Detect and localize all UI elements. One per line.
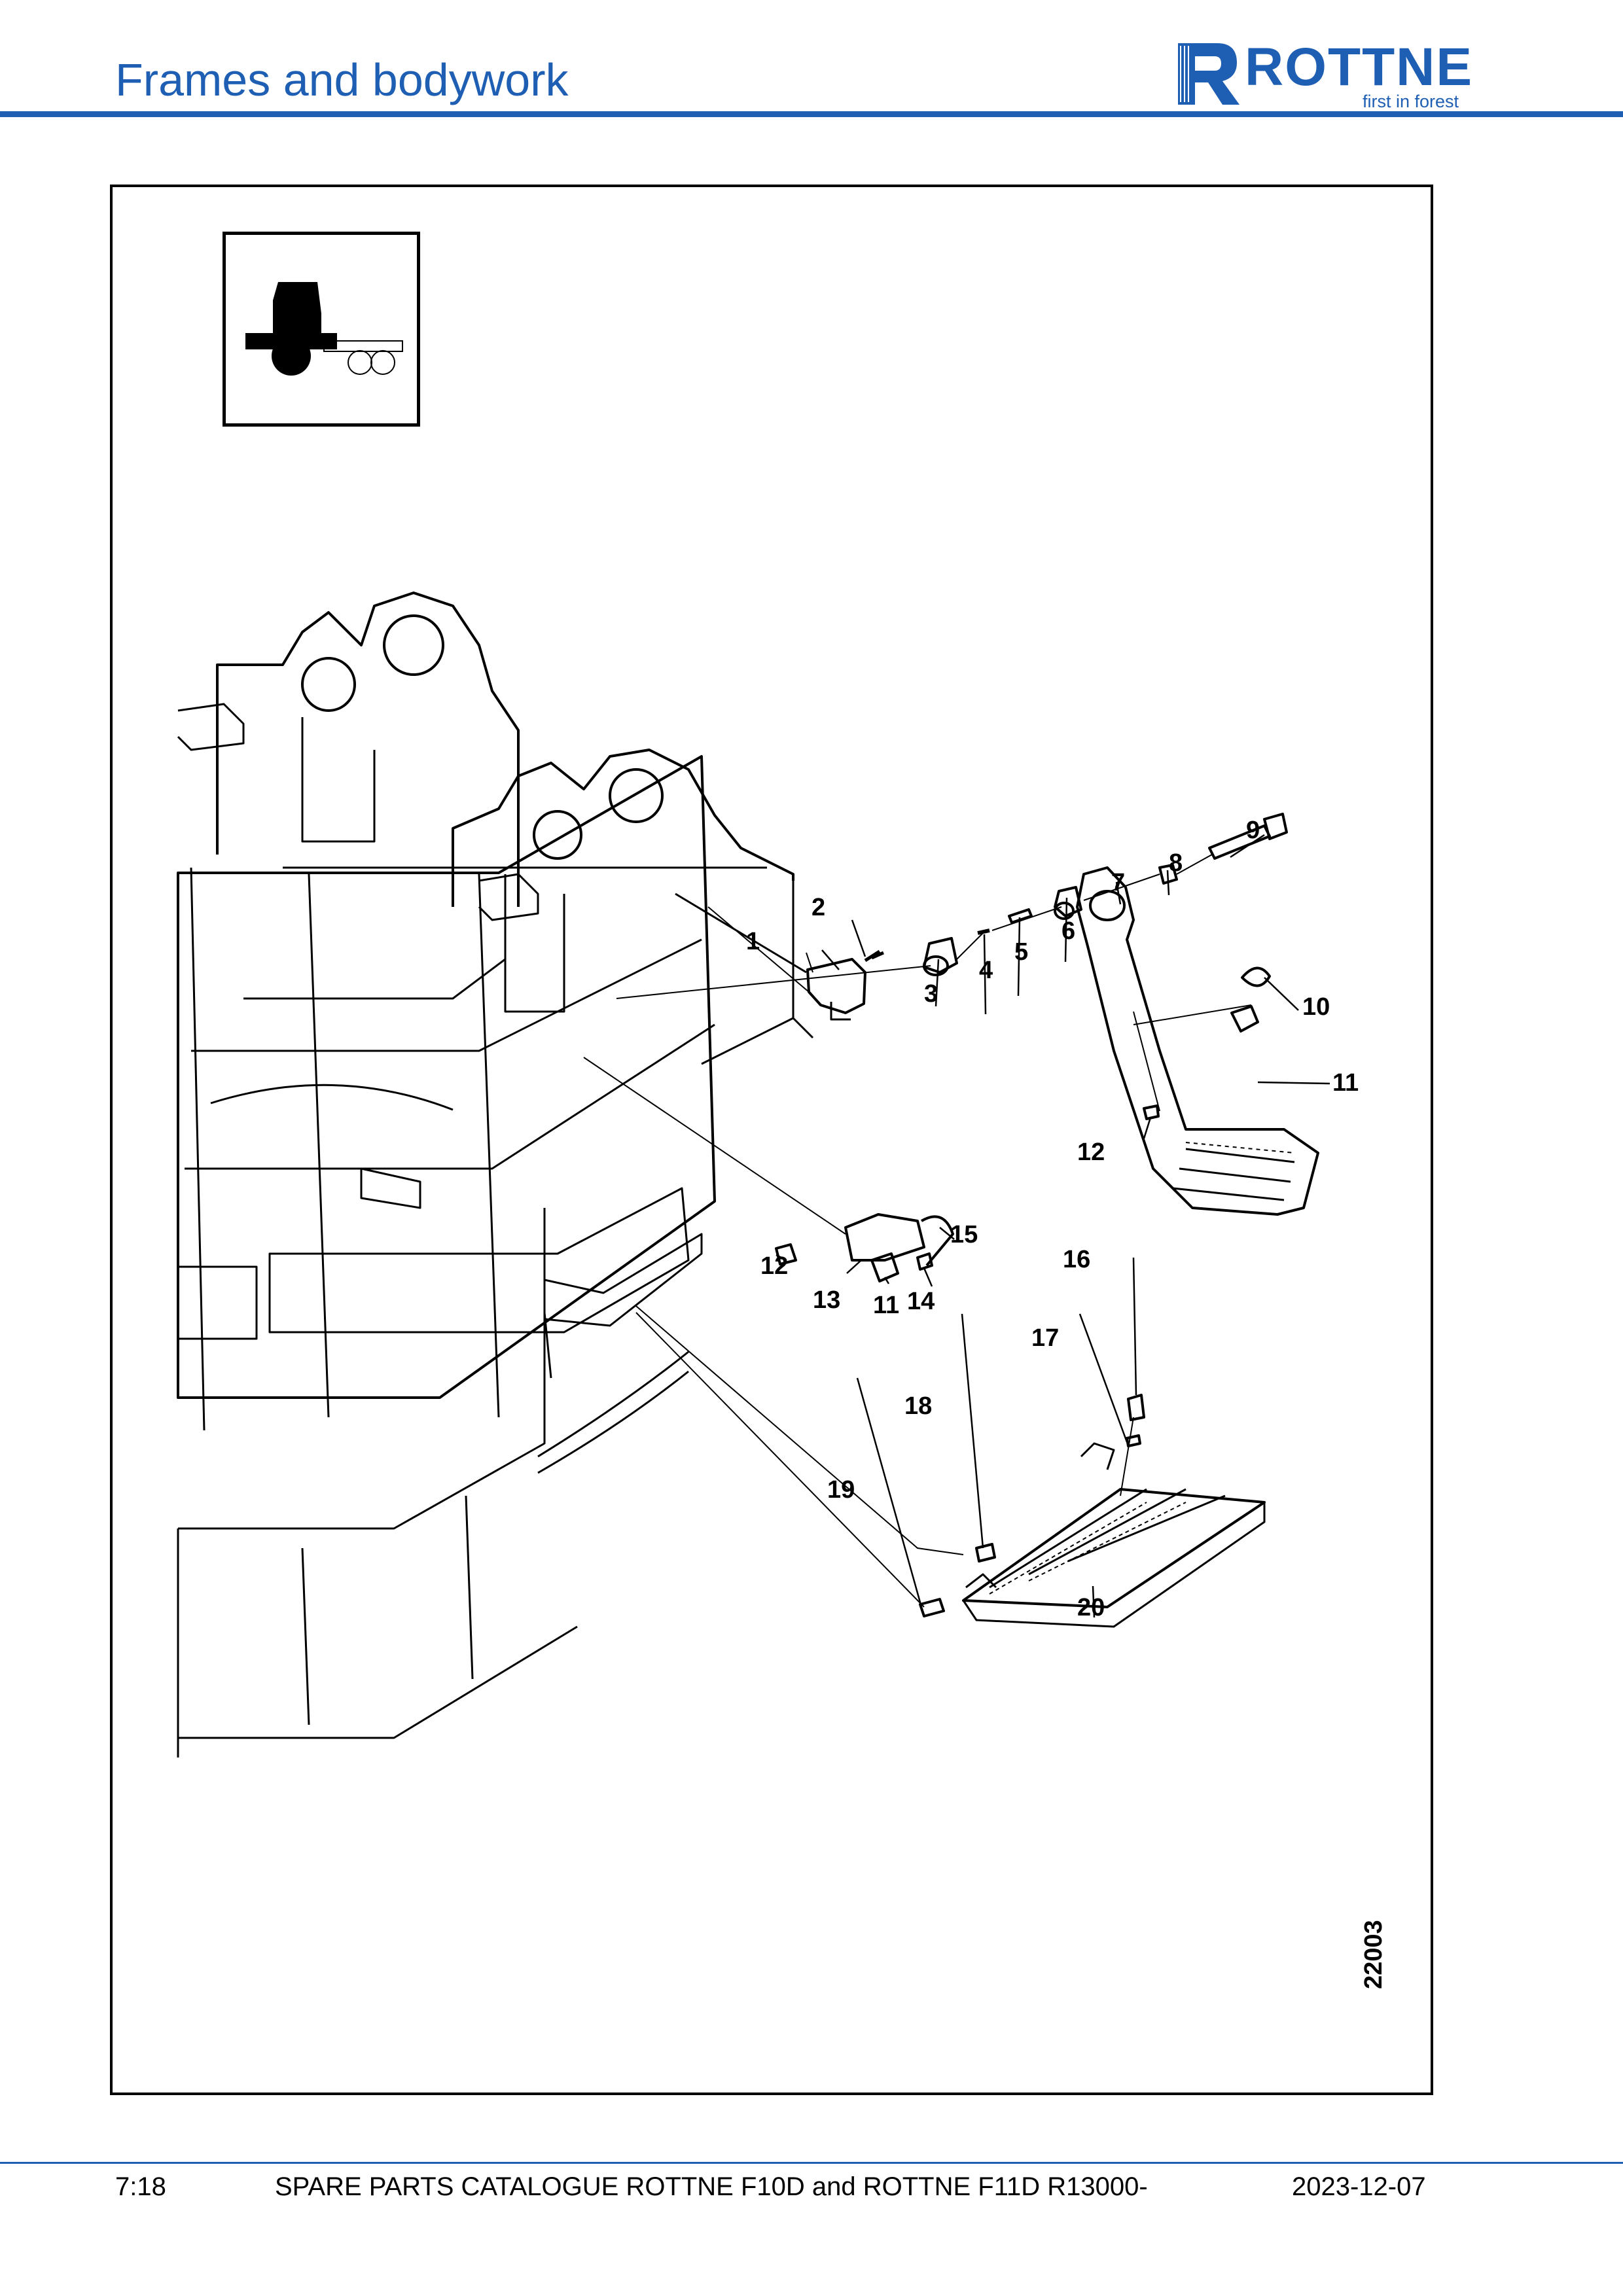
callout-label: 11 <box>873 1292 899 1319</box>
callout-label: 5 <box>1014 938 1028 966</box>
part-13-plate <box>844 1213 925 1262</box>
footer-divider <box>0 2162 1623 2164</box>
callout-label: 16 <box>1063 1246 1090 1273</box>
page-title: Frames and bodywork <box>115 54 569 105</box>
callout-label: 4 <box>979 957 993 984</box>
location-thumbnail <box>223 232 420 427</box>
page-number: 7:18 <box>115 2172 166 2201</box>
callout-label: 6 <box>1061 917 1075 945</box>
part-18-nut <box>975 1543 996 1563</box>
part-11-sleeve-upper <box>1230 1005 1259 1033</box>
callout-label: 2 <box>812 894 825 921</box>
catalogue-date: 2023-12-07 <box>1292 2172 1426 2201</box>
part-10-lynch-pin <box>1241 966 1271 987</box>
callout-label: 11 <box>1332 1069 1359 1097</box>
part-7-step-arm <box>1076 866 1319 1216</box>
logo-wordmark: ROTTNE <box>1245 37 1474 97</box>
callout-label: 12 <box>1077 1139 1105 1166</box>
part-16-bolt <box>1127 1394 1145 1421</box>
exploded-parts-diagram: 1 2 3 4 5 6 7 8 9 10 11 11 12 12 13 14 1… <box>177 592 1359 1757</box>
diagram-frame <box>110 185 1433 2095</box>
part-3-bushing <box>923 937 958 974</box>
drawing-number: 22003 <box>1360 1920 1387 1989</box>
frame-body-outline <box>177 755 716 1399</box>
part-5-pin <box>1008 908 1033 924</box>
callout-label: 12 <box>760 1252 788 1280</box>
part-8-washer <box>1158 864 1178 885</box>
callout-labels: 1 2 3 4 5 6 7 8 9 10 11 11 12 12 13 14 1… <box>746 817 1359 1621</box>
part-1-bracket <box>806 958 866 1014</box>
callout-label: 20 <box>1077 1594 1105 1621</box>
part-15-snap-pin <box>920 1215 954 1267</box>
callout-label: 15 <box>950 1221 978 1248</box>
part-11-sleeve-lower <box>870 1252 899 1282</box>
callout-label: 9 <box>1246 817 1260 844</box>
part-4-ring <box>977 928 990 935</box>
part-12-bolt-lower <box>775 1243 797 1265</box>
part-9-bolt <box>1208 813 1288 860</box>
callout-label: 8 <box>1169 849 1183 877</box>
callout-label: 19 <box>827 1476 855 1504</box>
machine-front-section-icon <box>245 282 403 376</box>
callout-label: 10 <box>1302 993 1330 1021</box>
catalogue-title: SPARE PARTS CATALOGUE ROTTNE F10D and RO… <box>275 2172 1148 2201</box>
part-17-washer <box>1126 1434 1141 1447</box>
part-19-bolt <box>919 1598 945 1617</box>
callout-label: 14 <box>907 1288 935 1315</box>
rottne-logo: ROTTNE first in forest <box>1171 37 1518 111</box>
frame-right-bracket <box>452 749 794 907</box>
part-20-step-grating <box>962 1488 1266 1608</box>
part-12-nut-upper <box>1143 1104 1160 1120</box>
callout-label: 17 <box>1031 1324 1059 1352</box>
part-14-bolt <box>916 1252 933 1271</box>
header-divider <box>0 111 1623 117</box>
part-2-bolt <box>864 949 885 963</box>
logo-tagline: first in forest <box>1363 92 1459 111</box>
callout-label: 1 <box>746 928 760 955</box>
callout-label: 7 <box>1111 869 1125 896</box>
callout-label: 13 <box>813 1286 840 1314</box>
frame-left-bracket <box>216 592 520 907</box>
callout-label: 18 <box>904 1392 932 1420</box>
rottne-r-mark-icon <box>1178 43 1240 105</box>
callout-label: 3 <box>924 980 938 1008</box>
